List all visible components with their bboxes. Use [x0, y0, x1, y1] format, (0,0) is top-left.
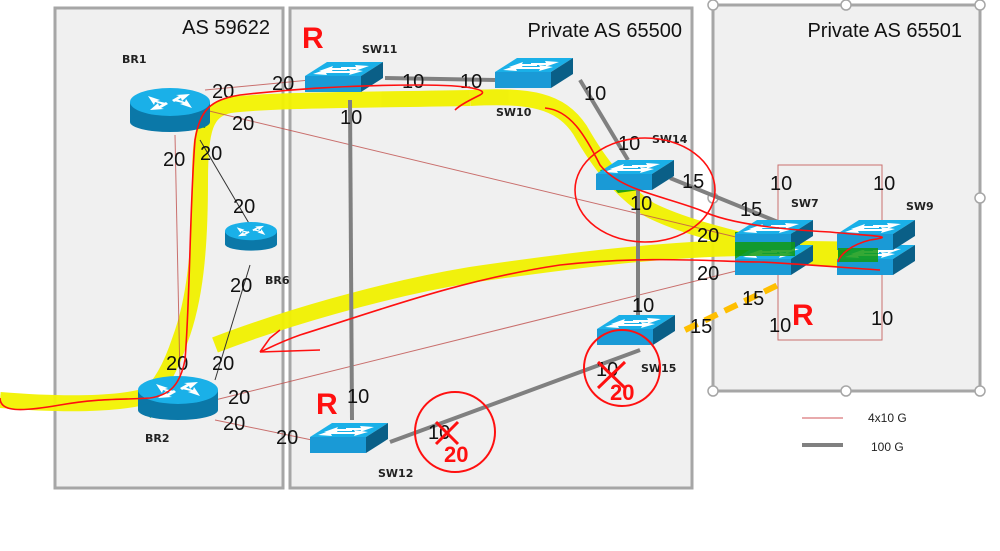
cost-label: 20	[223, 413, 245, 435]
cost-label: 20	[276, 427, 298, 449]
cost-label: 10	[402, 71, 424, 93]
cost-label: 15	[682, 171, 704, 193]
cost-label: 10	[632, 295, 654, 317]
cost-label: 10	[873, 173, 895, 195]
as-title-65501: Private AS 65501	[807, 20, 962, 42]
cost-label: 10	[340, 107, 362, 129]
red-circle-sw12-cost: 20	[414, 391, 496, 473]
link-br2-sw7	[214, 269, 741, 401]
as-region-65501[interactable]: Private AS 65501	[707, 0, 986, 397]
label-sw14: SW14	[652, 133, 688, 146]
cost-label: 10	[871, 308, 893, 330]
cost-label: 10	[618, 133, 640, 155]
link-br1-sw11	[204, 79, 311, 91]
link-sw12-sw15	[389, 348, 641, 444]
label-sw9: SW9	[906, 200, 934, 213]
legend-label-100g: 100 G	[871, 440, 904, 454]
cost-label-old: 10	[428, 422, 450, 444]
cost-label: 15	[740, 199, 762, 221]
as-title-59622: AS 59622	[182, 17, 270, 39]
cost-label: 10	[584, 83, 606, 105]
cost-label: 20	[232, 113, 254, 135]
link-br1-sw7	[204, 109, 741, 239]
cost-label: 10	[769, 315, 791, 337]
link-sw14-sw7	[669, 176, 779, 224]
label-sw15: SW15	[641, 362, 676, 375]
cost-label: 20	[228, 387, 250, 409]
cost-label: 10	[630, 193, 652, 215]
label-br1: BR1	[122, 53, 147, 66]
cost-label: 20	[233, 196, 255, 218]
cost-label: 20	[697, 263, 719, 285]
legend-label-4x10g: 4x10 G	[868, 411, 907, 425]
link-sw11-sw10	[384, 76, 496, 82]
red-pen-annotations	[0, 84, 883, 411]
link-sw11-sw12	[348, 99, 354, 421]
as-title-65500: Private AS 65500	[527, 20, 682, 42]
r-mark-sw11: R	[302, 22, 324, 55]
label-br6: BR6	[265, 274, 290, 287]
cost-label: 10	[347, 386, 369, 408]
cost-label: 20	[200, 143, 222, 165]
cost-label: 20	[230, 275, 252, 297]
link-sw10-sw14	[578, 78, 630, 162]
cost-label: 20	[697, 225, 719, 247]
r-mark-sw12: R	[316, 388, 338, 421]
link-br1-br2	[174, 134, 181, 379]
highlight-overlap-stacks	[735, 242, 878, 262]
legend: 4x10 G 100 G	[802, 411, 907, 454]
links-br6	[199, 139, 251, 381]
link-br2-sw12	[214, 419, 313, 441]
cost-label: 15	[742, 288, 764, 310]
r-mark-sw7: R	[792, 299, 814, 332]
cost-label: 20	[212, 353, 234, 375]
cost-label: 15	[690, 316, 712, 338]
link-sw15-sw7-dashed	[683, 282, 780, 333]
router-br6[interactable]	[225, 222, 277, 251]
label-sw11: SW11	[362, 43, 397, 56]
label-br2: BR2	[145, 432, 170, 445]
new-cost-sw12: 20	[444, 442, 468, 467]
cost-label: 20	[163, 149, 185, 171]
cost-label: 10	[770, 173, 792, 195]
label-sw10: SW10	[496, 106, 532, 119]
red-circle-sw15-cost: 20	[583, 329, 661, 407]
switch-sw9-stack[interactable]	[837, 220, 915, 275]
links-100g	[348, 76, 779, 444]
label-sw12: SW12	[378, 467, 413, 480]
new-cost-sw15: 20	[610, 380, 634, 405]
links-4x10g	[174, 79, 883, 441]
label-sw7: SW7	[791, 197, 819, 210]
